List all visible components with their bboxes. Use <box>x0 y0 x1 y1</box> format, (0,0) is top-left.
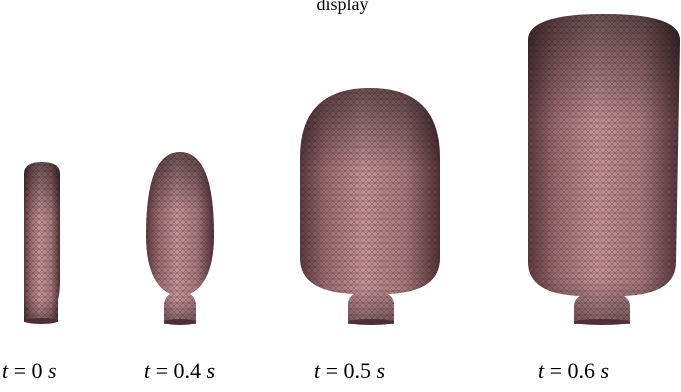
time-var: t <box>314 358 321 383</box>
time-eq: = <box>544 358 568 383</box>
time-unit: s <box>600 358 610 383</box>
time-eq: = <box>150 358 174 383</box>
time-label-3: t = 0.6 s <box>538 358 609 384</box>
time-unit: s <box>376 358 386 383</box>
top-caption: display <box>0 0 681 14</box>
balloon-t0 <box>24 162 60 324</box>
top-caption-text: display <box>316 0 369 14</box>
time-var: t <box>2 358 9 383</box>
time-var: t <box>144 358 151 383</box>
time-value: 0.6 <box>567 358 596 383</box>
time-eq: = <box>320 358 344 383</box>
time-eq: = <box>8 358 32 383</box>
balloon-t04 <box>146 152 214 325</box>
time-label-0: t = 0 s <box>2 358 57 384</box>
time-unit: s <box>48 358 57 383</box>
balloon-t05 <box>300 88 440 325</box>
time-var: t <box>538 358 545 383</box>
balloon-t06 <box>528 14 680 325</box>
time-label-1: t = 0.4 s <box>144 358 215 384</box>
time-label-2: t = 0.5 s <box>314 358 385 384</box>
time-unit: s <box>206 358 216 383</box>
time-value: 0.5 <box>343 358 372 383</box>
time-value: 0.4 <box>173 358 202 383</box>
time-value: 0 <box>31 358 43 383</box>
